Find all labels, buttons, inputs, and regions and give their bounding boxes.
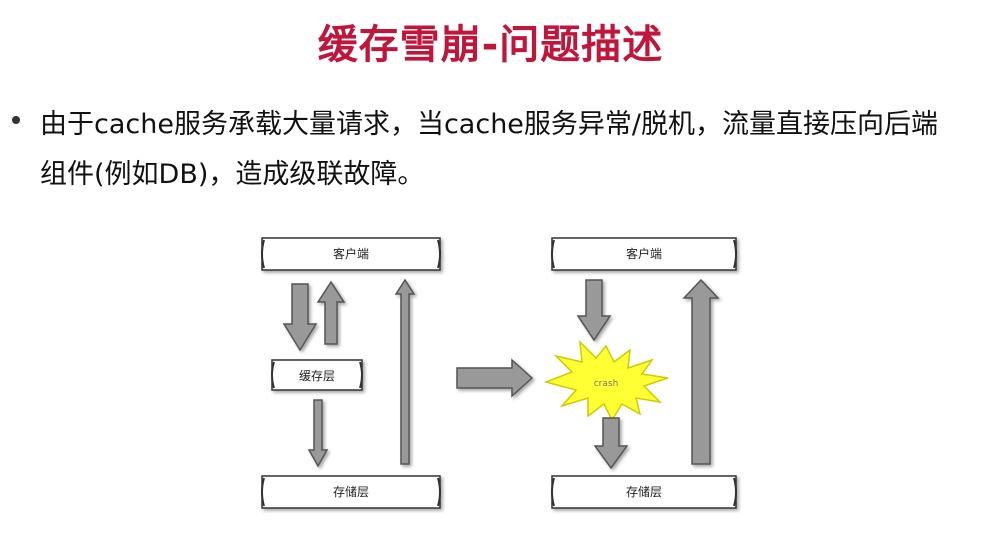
bullet-dot (12, 116, 20, 124)
left-storage-label: 存储层 (333, 484, 369, 499)
left-cache-box (271, 359, 363, 391)
left-client-label: 客户端 (333, 246, 369, 261)
transition-arrow (456, 358, 534, 398)
left-request-down-arrow (282, 283, 318, 352)
bullet-line-1: 由于cache服务承载大量请求，当cache服务异常/脱机，流量直接压向后端 (40, 109, 939, 140)
right-storage-label: 存储层 (626, 484, 662, 499)
bullet-paragraph: 由于cache服务承载大量请求，当cache服务异常/脱机，流量直接压向后端 组… (40, 100, 975, 200)
right-client-label: 客户端 (626, 246, 662, 261)
slide-title: 缓存雪崩-问题描述 (317, 22, 664, 68)
right-storage-box (551, 475, 737, 509)
right-crash-to-storage-arrow (593, 417, 629, 470)
left-cache-to-storage-arrow (307, 399, 329, 468)
left-response-up-arrow (316, 280, 346, 345)
left-client-box (261, 237, 441, 271)
left-diagram: 客户端 缓存层 存储层 (261, 237, 441, 509)
right-storage-to-client-arrow (682, 278, 720, 465)
right-diagram: 客户端 crash 存储层 (543, 237, 737, 509)
bullet-line-2: 组件(例如DB)，造成级联故障。 (40, 159, 425, 190)
left-storage-to-client-arrow (394, 278, 416, 465)
left-cache-label: 缓存层 (299, 369, 335, 383)
crash-label: crash (594, 379, 619, 389)
left-storage-box (261, 475, 441, 509)
right-client-box (551, 237, 737, 271)
right-request-down-arrow (576, 279, 612, 342)
